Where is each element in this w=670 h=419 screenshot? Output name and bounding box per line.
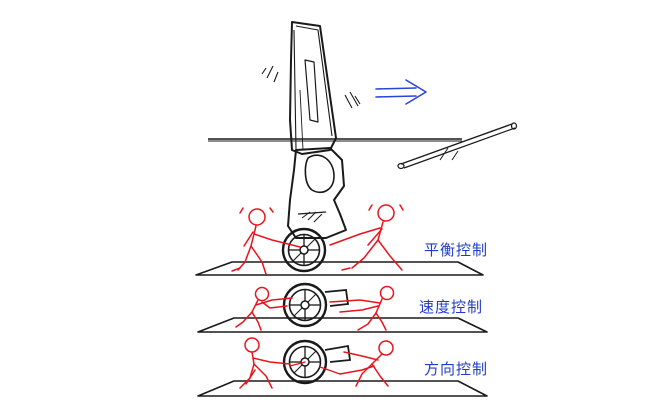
- steering-control-label: 方向控制: [424, 360, 489, 378]
- lean-rod: [397, 122, 518, 170]
- floor-plane-balance: [195, 261, 484, 276]
- speed-control-label: 速度控制: [419, 298, 484, 316]
- stick-figure-icon: [339, 340, 394, 387]
- wheel-icon: [281, 227, 327, 273]
- stick-figure-icon: [329, 285, 395, 331]
- stick-figure-icon: [239, 337, 291, 389]
- floor-plane-steering: [197, 380, 488, 397]
- stick-figure-icon: [329, 204, 404, 271]
- balance-control-label: 平衡控制: [424, 241, 489, 259]
- segway-column: [289, 21, 337, 155]
- double-right-arrow-icon: [375, 79, 427, 105]
- stick-figure-icon: [231, 207, 301, 275]
- wheel-icon: [282, 282, 328, 328]
- segway-base: [287, 147, 347, 239]
- stick-figure-icon: [235, 286, 293, 331]
- floor-plane-speed: [197, 317, 488, 333]
- motion-lines: [261, 65, 361, 109]
